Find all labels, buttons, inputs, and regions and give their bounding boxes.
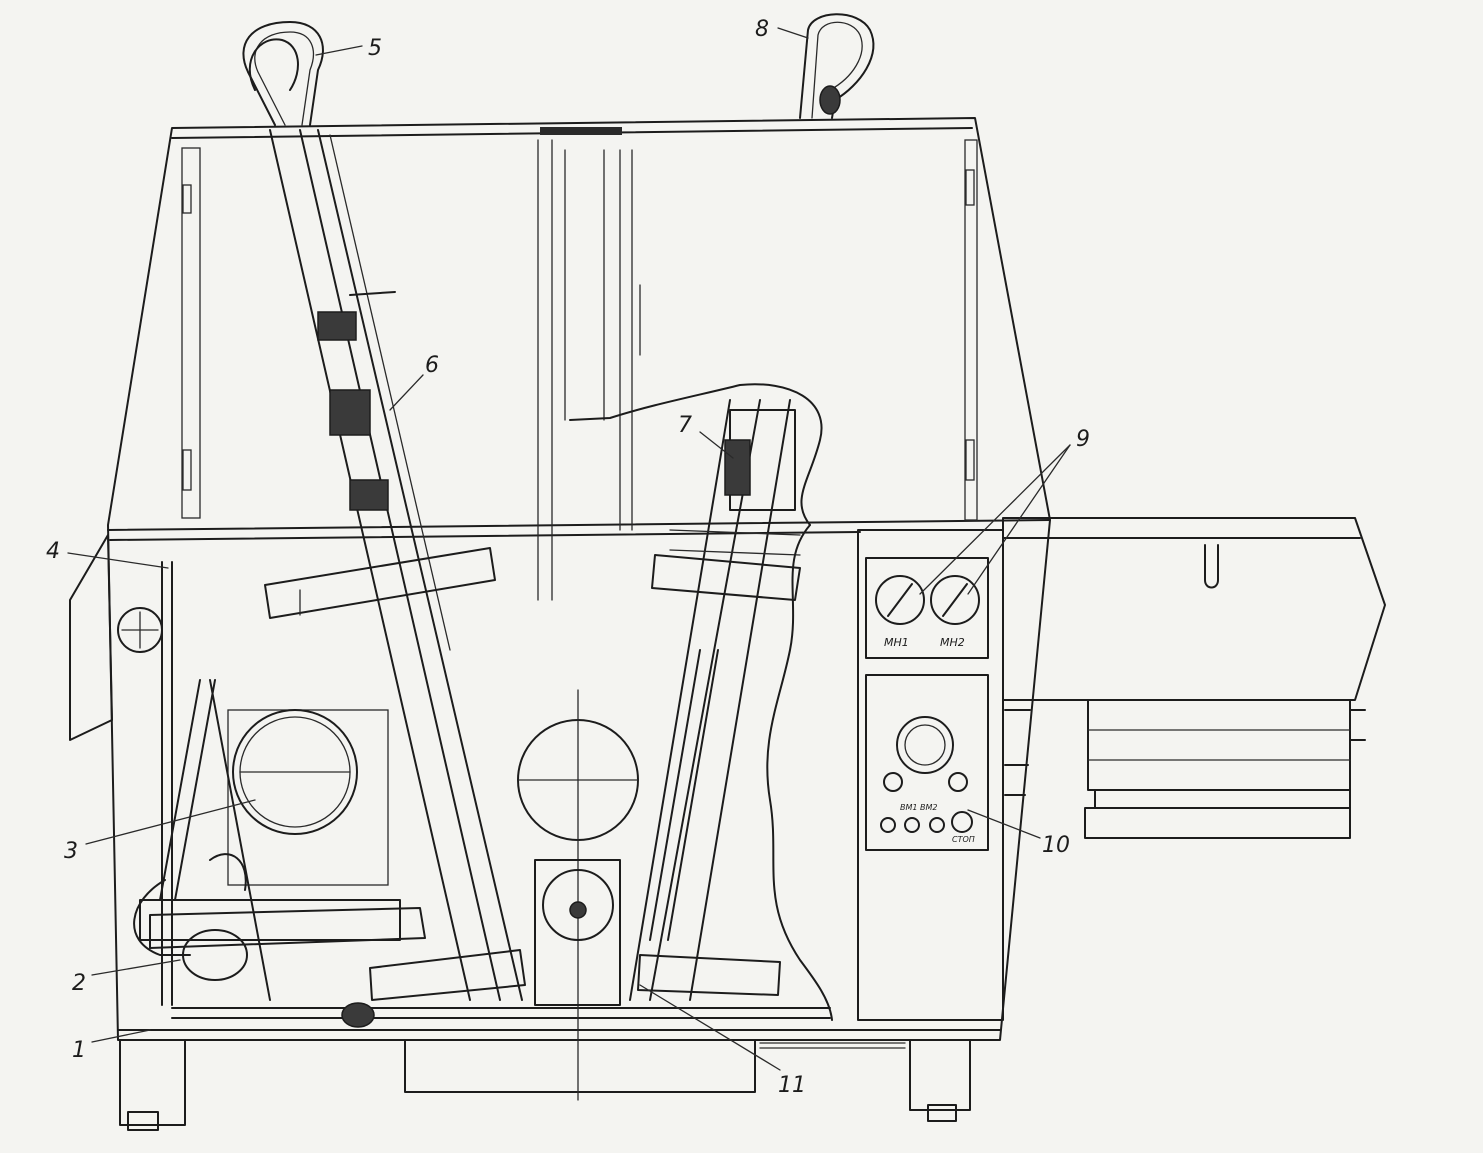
drum-assembly <box>139 689 639 1101</box>
gauge-label-mn2: МН2 <box>940 636 965 649</box>
panel-labels: МН1 МН2 ВМ1 ВМ2 СТОП <box>884 636 975 844</box>
callout-3: 3 <box>64 839 78 864</box>
callout-labels: 1 2 3 4 5 6 7 8 9 10 11 <box>46 17 1090 1098</box>
control-panel <box>857 529 1031 1021</box>
callout-4: 4 <box>46 539 60 564</box>
callout-5: 5 <box>368 36 382 61</box>
gauge-label-mn1: МН1 <box>884 636 909 649</box>
buttons-label: ВМ1 ВМ2 <box>900 803 938 812</box>
lever-8 <box>799 13 875 119</box>
callout-2: 2 <box>72 971 86 996</box>
callout-1: 1 <box>72 1038 86 1063</box>
cutaway-edge <box>766 524 833 1021</box>
callout-10: 10 <box>1042 833 1070 858</box>
callout-7: 7 <box>678 413 692 438</box>
stop-label: СТОП <box>952 835 975 844</box>
leader-lines <box>67 27 1071 1071</box>
callout-8: 8 <box>755 17 769 42</box>
column-6 <box>149 129 526 1028</box>
lever-5 <box>242 21 324 126</box>
callout-6: 6 <box>425 353 439 378</box>
side-table <box>1002 517 1386 839</box>
machine-housing <box>69 117 1051 1041</box>
callout-9: 9 <box>1076 427 1090 452</box>
callout-11: 11 <box>778 1073 806 1098</box>
left-linkage <box>133 561 271 1006</box>
column-7 <box>629 399 801 1001</box>
machine-base <box>119 1007 971 1131</box>
